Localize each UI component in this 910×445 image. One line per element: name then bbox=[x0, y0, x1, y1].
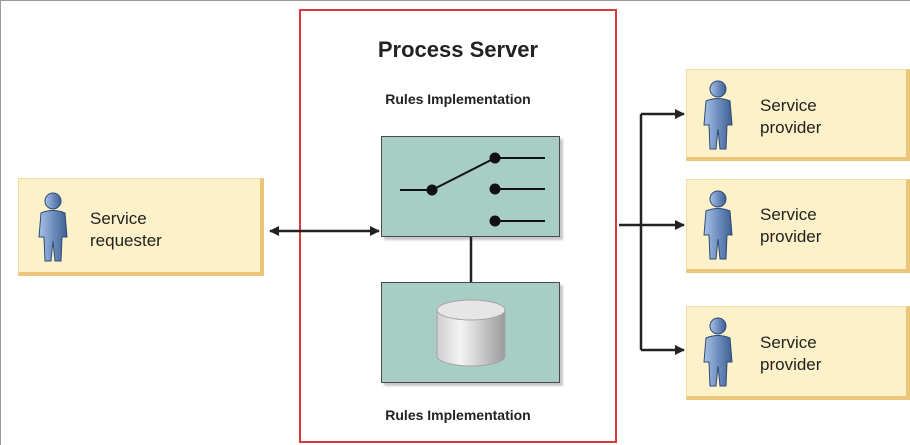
service-provider-label-2: Service provider bbox=[760, 205, 822, 246]
person-icon bbox=[703, 190, 733, 260]
frame-left-border bbox=[0, 0, 1, 445]
person-icon bbox=[703, 317, 733, 387]
rules-implementation-label-top: Rules Implementation bbox=[385, 91, 531, 107]
service-provider-label-3: Service provider bbox=[760, 333, 822, 374]
service-provider-box-2: Service provider bbox=[686, 179, 910, 273]
switch-icon bbox=[400, 152, 545, 227]
frame-top-border bbox=[0, 0, 910, 1]
provider-connectors bbox=[619, 109, 685, 355]
service-provider-box-3: Service provider bbox=[686, 306, 910, 400]
process-server-title: Process Server bbox=[377, 37, 539, 62]
service-provider-label-1: Service provider bbox=[760, 96, 822, 137]
person-icon bbox=[703, 80, 733, 150]
service-requester-box: Service requester bbox=[18, 178, 264, 276]
person-icon bbox=[38, 192, 68, 262]
service-provider-box-1: Service provider bbox=[686, 69, 910, 161]
rules-implementation-label-bottom: Rules Implementation bbox=[385, 407, 531, 423]
database-icon bbox=[436, 299, 506, 367]
service-requester-label: Service requester bbox=[90, 209, 162, 250]
